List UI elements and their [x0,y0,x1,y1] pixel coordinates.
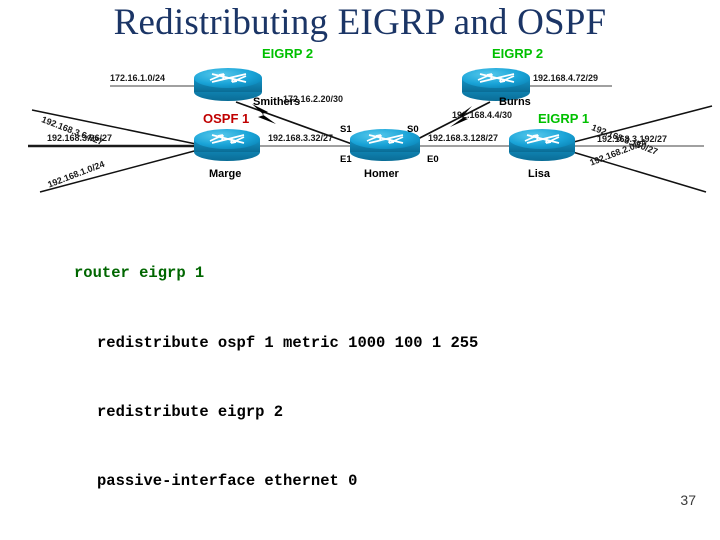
protocol-label-marge: OSPF 1 [203,111,250,126]
page-title: Redistributing EIGRP and OSPF [113,2,607,43]
network-diagram: EIGRP 2 EIGRP 2 OSPF 1 EIGRP 1 Smithers … [0,40,720,198]
network-label-burns-lan: 192.168.4.72/29 [533,73,599,83]
interface-label-homer-e0: E0 [427,154,439,165]
router-name-smithers: Smithers [253,96,301,108]
serial-bolt-left-icon [252,104,276,124]
router-homer-icon [350,129,420,161]
interface-label-homer-e1: E1 [340,154,352,165]
router-smithers-icon [194,68,262,101]
network-label-marge-homer: 192.168.3.32/27 [268,133,334,143]
network-label-lisa-middle: 192.168.3.192/27 [597,134,668,144]
link-smithers-homer-wan [235,101,353,145]
diagram-canvas [28,68,713,193]
network-label-smithers-homer-wan: 172.16.2.20/30 [283,94,344,104]
network-label-smithers-lan: 172.16.1.0/24 [110,73,166,83]
config-line: passive-interface ethernet 0 [97,472,358,491]
router-name-lisa: Lisa [528,168,551,180]
router-name-marge: Marge [209,168,242,180]
protocol-label-burns: EIGRP 2 [492,46,544,61]
config-block-header: router eigrp 1 [74,264,205,283]
link-burns-homer-wan [407,101,491,145]
network-label-homer-lisa: 192.168.3.128/27 [428,133,499,143]
page-number: 37 [680,492,696,508]
router-burns-icon [462,68,530,101]
config-line: redistribute ospf 1 metric 1000 100 1 25… [97,333,479,352]
router-config-code: router eigrp 1 redistribute ospf 1 metri… [74,193,674,540]
protocol-label-lisa: EIGRP 1 [538,111,590,126]
link-marge-lower [39,149,199,193]
link-lisa-upper [565,105,713,145]
network-label-burns-homer-wan: 192.168.4.4/30 [452,110,513,120]
link-lisa-lower [565,149,707,193]
interface-label-homer-s0: S0 [407,124,419,135]
router-marge-icon [194,129,260,161]
link-marge-upper [31,109,197,145]
network-label-marge-middle: 192.168.3.96/27 [47,133,113,143]
interface-label-homer-s1: S1 [340,124,352,135]
router-name-homer: Homer [364,168,399,180]
serial-bolt-right-icon [450,106,472,127]
router-name-burns: Burns [499,96,531,108]
router-lisa-icon [509,129,575,161]
config-line: redistribute eigrp 2 [97,402,284,421]
protocol-label-smithers: EIGRP 2 [262,46,314,61]
